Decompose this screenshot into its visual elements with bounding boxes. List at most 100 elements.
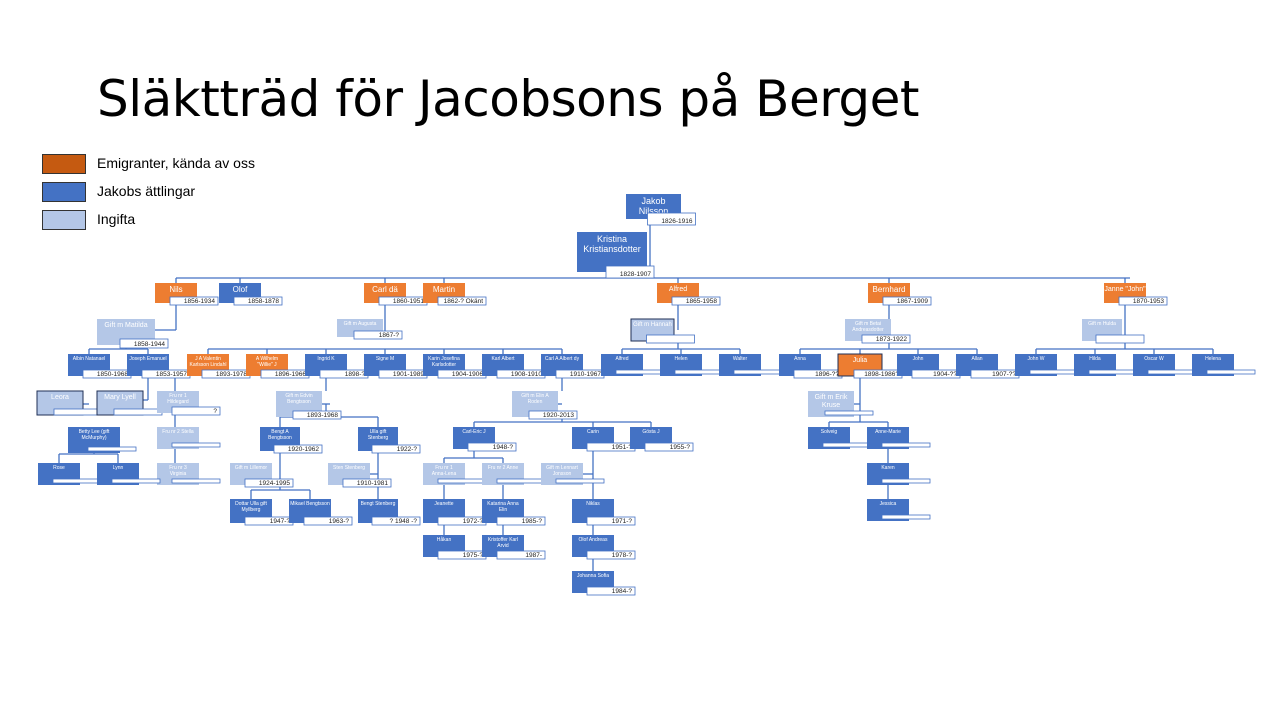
date-box bbox=[171, 442, 221, 448]
person-years: 1955-? bbox=[670, 444, 691, 451]
person-node-janne: Janne "John"1870-1953 bbox=[1104, 283, 1168, 306]
person-name: Signe M bbox=[376, 356, 394, 362]
person-node-helen: Helen bbox=[660, 354, 724, 376]
person-years: 1904-?? bbox=[933, 371, 957, 378]
date-box bbox=[1147, 369, 1197, 375]
person-years: 1951-? bbox=[612, 444, 633, 451]
person-years: 1893-1978 bbox=[216, 371, 247, 378]
date-box bbox=[303, 516, 353, 526]
person-name: Carl dä bbox=[372, 285, 398, 294]
person-node-solveig: Solveig bbox=[808, 427, 872, 449]
person-name: Håkan bbox=[437, 536, 452, 543]
date-box bbox=[292, 410, 342, 420]
date-box bbox=[233, 296, 283, 306]
person-name: Karen bbox=[881, 465, 895, 471]
date-box bbox=[113, 408, 163, 416]
person-node-alfredjr: Alfred bbox=[601, 354, 665, 376]
legend-swatch-emigrants bbox=[42, 154, 86, 174]
person-years: 1896-?? bbox=[815, 371, 839, 378]
person-name: Gift m Hulda bbox=[1088, 321, 1116, 327]
legend-swatch-descendants bbox=[42, 182, 86, 202]
date-box bbox=[881, 478, 931, 484]
person-name: Anna bbox=[794, 356, 806, 362]
person-box bbox=[577, 232, 647, 272]
date-box bbox=[52, 478, 102, 484]
date-box bbox=[1029, 369, 1079, 375]
person-name: Ingrid K bbox=[317, 356, 335, 362]
date-box bbox=[586, 550, 636, 560]
person-years: 1922-? bbox=[397, 446, 418, 453]
person-node-karen: Karen bbox=[867, 463, 931, 485]
date-box bbox=[342, 478, 392, 488]
date-box bbox=[1206, 369, 1256, 375]
person-years: 1963-? bbox=[329, 518, 350, 525]
person-name: Gösta J bbox=[642, 429, 660, 435]
page-title: Släktträd för Jacobsons på Berget bbox=[97, 70, 920, 128]
person-years: 1850-1968 bbox=[97, 371, 128, 378]
person-name: Helena bbox=[1205, 356, 1221, 362]
person-name: Gift m Matilda bbox=[104, 322, 147, 329]
date-box bbox=[437, 296, 487, 306]
person-years: 1947-? bbox=[270, 518, 291, 525]
person-name: Carl-Eric J bbox=[462, 429, 486, 435]
date-box bbox=[646, 334, 695, 344]
person-years: 1987- bbox=[525, 552, 542, 559]
person-name: Solveig bbox=[821, 429, 838, 435]
date-box bbox=[822, 442, 872, 448]
date-box bbox=[605, 265, 655, 279]
person-name: Bengt Stenberg bbox=[361, 501, 396, 507]
person-years: 1853-1957 bbox=[156, 371, 187, 378]
date-box bbox=[111, 478, 161, 484]
person-name: Niklas bbox=[586, 501, 600, 507]
person-name: Olof bbox=[233, 285, 248, 294]
person-node-leora: Leora bbox=[36, 390, 103, 416]
person-name: Fru nr 2 Anne bbox=[488, 465, 519, 471]
person-years: 1860-1951 bbox=[393, 298, 424, 305]
date-box bbox=[496, 478, 546, 484]
person-name: Martin bbox=[433, 285, 455, 294]
date-box bbox=[353, 330, 403, 340]
person-name: Allan bbox=[971, 356, 982, 362]
person-node-anna: Anna 1896-?? bbox=[779, 354, 843, 379]
person-name: Alfred bbox=[615, 356, 628, 362]
person-name: Rose bbox=[53, 465, 65, 471]
person-node-johnw: John W bbox=[1015, 354, 1079, 376]
date-box bbox=[644, 442, 694, 452]
person-years: 1828-1907 bbox=[620, 271, 651, 278]
person-node-jessica: Jessica bbox=[867, 499, 931, 521]
person-years: 1920-1962 bbox=[288, 446, 319, 453]
person-name: Jessica bbox=[880, 501, 897, 507]
date-box bbox=[1118, 296, 1168, 306]
date-box bbox=[824, 410, 874, 416]
legend-label-descendants: Jakobs ättlingar bbox=[97, 183, 196, 199]
date-box bbox=[496, 516, 546, 526]
